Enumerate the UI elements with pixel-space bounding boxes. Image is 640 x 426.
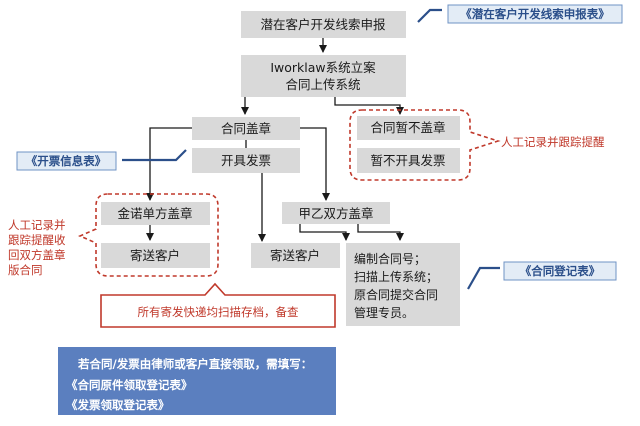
node-system-case-line2: 合同上传系统 — [285, 77, 360, 92]
callout-manual-reminder: 人工记录并跟踪提醒 — [501, 135, 605, 149]
node-no-invoice-label: 暂不开具发票 — [370, 153, 445, 168]
node-contract-no-seal: 合同暂不盖章 — [357, 116, 460, 140]
node-issue-invoice: 开具发票 — [192, 148, 300, 173]
tag-invoice-form-pointer — [122, 149, 187, 162]
node-system-case-line1: Iworklaw系统立案 — [270, 60, 376, 75]
node-send-client-1: 寄送客户 — [101, 243, 210, 268]
node-both-seal-label: 甲乙双方盖章 — [298, 206, 373, 221]
node-no-invoice: 暂不开具发票 — [357, 148, 460, 173]
node-register-line4: 管理专员。 — [354, 305, 414, 320]
node-lead-report-label: 潜在客户开发线索申报 — [260, 17, 386, 32]
info-line-3: 《发票领取登记表》 — [66, 398, 170, 412]
node-send-client-2-label: 寄送客户 — [270, 248, 320, 263]
info-box: 若合同/发票由律师或客户直接领取，需填写： 《合同原件领取登记表》 《发票领取登… — [58, 347, 336, 415]
callout-left-note-line3: 回双方盖章 — [8, 248, 66, 262]
tag-contract-register-label: 《合同登记表》 — [520, 264, 601, 278]
callout-left-note: 人工记录并 跟踪提醒收 回双方盖章 版合同 — [8, 218, 66, 277]
node-contract-no-seal-label: 合同暂不盖章 — [370, 120, 445, 135]
node-lead-report: 潜在客户开发线索申报 — [241, 11, 406, 38]
tag-invoice-form: 《开票信息表》 — [16, 149, 187, 171]
connectors — [146, 38, 404, 242]
callout-no-seal-group — [349, 109, 501, 181]
tag-lead-form-pointer — [417, 8, 442, 23]
tag-contract-register: 《合同登记表》 — [467, 261, 617, 290]
node-register-line1: 编制合同号； — [354, 251, 426, 266]
node-register-line2: 扫描上传系统； — [354, 269, 438, 284]
callout-left-note-line2: 跟踪提醒收 — [8, 233, 66, 247]
info-line-2: 《合同原件领取登记表》 — [66, 378, 193, 392]
node-both-seal: 甲乙双方盖章 — [282, 202, 390, 224]
tag-contract-register-pointer — [467, 266, 500, 290]
arrow-seal-to-jinnuo — [146, 127, 192, 201]
info-line-1: 若合同/发票由律师或客户直接领取，需填写： — [78, 357, 312, 371]
arrow-system-to-noseal — [334, 97, 404, 115]
callout-jinnuo-group — [78, 193, 219, 277]
tag-lead-form: 《潜在客户开发线索申报表》 — [417, 4, 623, 24]
scan-archive-text: 所有寄发快递均扫描存档，备查 — [138, 305, 299, 319]
node-register: 编制合同号； 扫描上传系统； 原合同提交合同 管理专员。 — [346, 243, 460, 326]
scan-archive-note: 所有寄发快递均扫描存档，备查 — [100, 282, 336, 328]
node-send-client-2: 寄送客户 — [251, 243, 340, 268]
node-jinnuo-seal: 金诺单方盖章 — [101, 202, 210, 225]
callout-left-note-line4: 版合同 — [8, 263, 43, 277]
callout-left-note-line1: 人工记录并 — [8, 218, 66, 232]
node-system-case: Iworklaw系统立案 合同上传系统 — [241, 55, 406, 97]
node-register-line3: 原合同提交合同 — [354, 287, 438, 302]
node-contract-seal: 合同盖章 — [192, 117, 300, 140]
arrow-both-to-send — [299, 223, 350, 241]
arrow-seal-to-both — [300, 127, 330, 201]
tag-lead-form-label: 《潜在客户开发线索申报表》 — [460, 7, 610, 21]
tag-invoice-form-label: 《开票信息表》 — [26, 154, 107, 168]
node-issue-invoice-label: 开具发票 — [221, 153, 271, 168]
node-jinnuo-seal-label: 金诺单方盖章 — [117, 206, 192, 221]
node-send-client-1-label: 寄送客户 — [130, 248, 180, 263]
node-contract-seal-label: 合同盖章 — [221, 121, 271, 136]
arrow-both-to-register — [357, 223, 404, 241]
